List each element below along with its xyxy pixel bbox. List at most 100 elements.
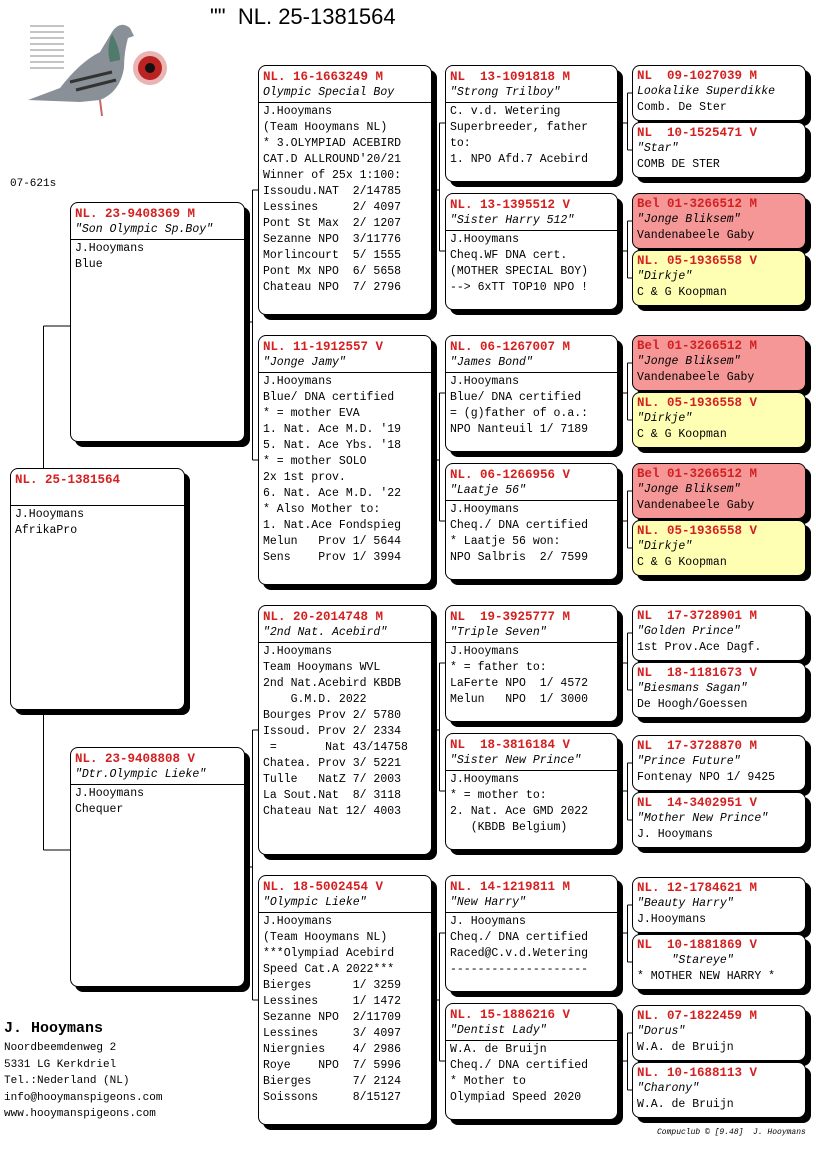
- pigeon-card[interactable]: NL 18-3816184 V"Sister New Prince"J.Hooy…: [445, 733, 618, 850]
- info-line: J.Hooymans: [450, 773, 520, 786]
- info-line: Speed Cat.A 2022***: [263, 963, 395, 976]
- info-line: Chequer: [75, 803, 124, 816]
- pigeon-card[interactable]: Bel 01-3266512 M"Jonge Bliksem"Vandenabe…: [632, 463, 806, 519]
- pigeon-card[interactable]: NL. 13-1395512 V"Sister Harry 512"J.Hooy…: [445, 193, 618, 310]
- breeder-postal: 5331 LG Kerkdriel: [4, 1058, 117, 1071]
- info-line: W.A. de Bruijn: [637, 1041, 734, 1054]
- info-line: J. Hooymans: [450, 915, 526, 928]
- pigeon-card[interactable]: NL. 15-1886216 V"Dentist Lady"W.A. de Br…: [445, 1003, 618, 1120]
- info-line: C & G Koopman: [637, 556, 727, 569]
- pigeon-name: "Jonge Bliksem": [637, 483, 741, 496]
- info-line: AfrikaPro: [15, 524, 78, 537]
- info-line: Lessines 2/ 4097: [263, 201, 402, 214]
- ring-number: NL 14-3402951 V: [637, 796, 758, 810]
- info-line: 5. Nat. Ace Ybs. '18: [263, 439, 402, 452]
- pigeon-name: "Dirkje": [637, 412, 693, 425]
- info-line: J.Hooymans: [75, 242, 145, 255]
- pigeon-card[interactable]: NL. 23-9408808 V"Dtr.Olympic Lieke"J.Hoo…: [70, 747, 245, 987]
- info-line: Vandenabeele Gaby: [637, 229, 755, 242]
- divider: [259, 102, 431, 103]
- pigeon-name: "Jonge Bliksem": [637, 213, 741, 226]
- info-line: Chatea. Prov 3/ 5221: [263, 757, 402, 770]
- info-line: 1st Prov.Ace Dagf.: [637, 641, 762, 654]
- ring-number: NL. 05-1936558 V: [637, 396, 758, 410]
- info-line: (MOTHER SPECIAL BOY): [450, 265, 589, 278]
- ring-number: NL 18-1181673 V: [637, 666, 758, 680]
- pigeon-card[interactable]: NL. 12-1784621 M"Beauty Harry"J.Hooymans: [632, 877, 806, 933]
- pigeon-card[interactable]: NL. 05-1936558 V"Dirkje"C & G Koopman: [632, 250, 806, 306]
- info-line: (KBDB Belgium): [450, 821, 568, 834]
- info-line: Lessines 1/ 1472: [263, 995, 402, 1008]
- info-line: * = mother SOLO: [263, 455, 367, 468]
- pigeon-card[interactable]: NL 13-1091818 M"Strong Trilboy"C. v.d. W…: [445, 65, 618, 182]
- info-line: Winner of 25x 1:100:: [263, 169, 402, 182]
- pigeon-card[interactable]: NL 17-3728901 M"Golden Prince"1st Prov.A…: [632, 605, 806, 661]
- pigeon-card[interactable]: NL 17-3728870 M"Prince Future"Fontenay N…: [632, 735, 806, 791]
- info-line: Lessines 3/ 4097: [263, 1027, 402, 1040]
- info-line: Cheq.WF DNA cert.: [450, 249, 568, 262]
- info-line: Chateau NPO 7/ 2796: [263, 281, 402, 294]
- breeder-email[interactable]: info@hooymanspigeons.com: [4, 1091, 163, 1104]
- info-line: Pont Mx NPO 6/ 5658: [263, 265, 402, 278]
- info-line: * MOTHER NEW HARRY *: [637, 970, 776, 983]
- pigeon-card[interactable]: NL. 23-9408369 M"Son Olympic Sp.Boy"J.Ho…: [70, 202, 245, 442]
- ring-number: NL. 06-1267007 M: [450, 340, 571, 354]
- breeder-name: J. Hooymans: [4, 1020, 104, 1037]
- info-line: J. Hooymans: [637, 828, 713, 841]
- info-line: 2. Nat. Ace GMD 2022: [450, 805, 589, 818]
- pigeon-card[interactable]: NL. 10-1688113 V"Charony"W.A. de Bruijn: [632, 1062, 806, 1118]
- pigeon-card[interactable]: NL. 05-1936558 V"Dirkje"C & G Koopman: [632, 520, 806, 576]
- ring-number: NL 13-1091818 M: [450, 70, 571, 84]
- footer-credit: Compuclub © [9.48] J. Hooymans: [657, 1128, 806, 1137]
- ring-number: NL. 23-9408808 V: [75, 752, 196, 766]
- info-line: Tulle NatZ 7/ 2003: [263, 773, 402, 786]
- ring-number: NL 18-3816184 V: [450, 738, 571, 752]
- info-line: Sezanne NPO 2/11709: [263, 1011, 402, 1024]
- pigeon-card[interactable]: NL. 20-2014748 M"2nd Nat. Acebird"J.Hooy…: [258, 605, 432, 855]
- pigeon-name: "Triple Seven": [450, 626, 547, 639]
- pigeon-card[interactable]: NL. 07-1822459 M"Dorus"W.A. de Bruijn: [632, 1005, 806, 1061]
- pigeon-card[interactable]: NL 18-1181673 V"Biesmans Sagan"De Hoogh/…: [632, 662, 806, 718]
- info-line: Superbreeder, father: [450, 121, 589, 134]
- pigeon-name: "Sister Harry 512": [450, 214, 575, 227]
- pigeon-card[interactable]: NL 14-3402951 V"Mother New Prince"J. Hoo…: [632, 792, 806, 848]
- info-line: NPO Nanteuil 1/ 7189: [450, 423, 589, 436]
- pigeon-card[interactable]: Bel 01-3266512 M"Jonge Bliksem"Vandenabe…: [632, 193, 806, 249]
- ring-number: NL. 16-1663249 M: [263, 70, 384, 84]
- info-line: Blue/ DNA certified: [263, 391, 395, 404]
- pigeon-card[interactable]: NL. 18-5002454 V"Olympic Lieke"J.Hooyman…: [258, 875, 432, 1125]
- info-line: J.Hooymans: [15, 508, 85, 521]
- ring-number: NL 17-3728901 M: [637, 609, 758, 623]
- pigeon-card[interactable]: NL 19-3925777 M"Triple Seven"J.Hooymans*…: [445, 605, 618, 722]
- info-line: 2x 1st prov.: [263, 471, 346, 484]
- info-line: J.Hooymans: [450, 375, 520, 388]
- info-line: Bourges Prov 2/ 5780: [263, 709, 402, 722]
- info-line: * = mother EVA: [263, 407, 360, 420]
- info-line: Morlincourt 5/ 1555: [263, 249, 402, 262]
- ring-number: NL. 10-1688113 V: [637, 1066, 758, 1080]
- breeder-address: Noordbeemdenweg 2: [4, 1042, 117, 1054]
- ring-number: NL. 15-1886216 V: [450, 1008, 571, 1022]
- info-line: Pont St Max 2/ 1207: [263, 217, 402, 230]
- info-line: * = mother to:: [450, 789, 547, 802]
- pigeon-card[interactable]: NL 10-1525471 V"Star"COMB DE STER: [632, 122, 806, 178]
- pigeon-card[interactable]: Bel 01-3266512 M"Jonge Bliksem"Vandenabe…: [632, 335, 806, 391]
- divider: [446, 102, 617, 103]
- info-line: Team Hooymans WVL: [263, 661, 381, 674]
- pigeon-card[interactable]: NL. 05-1936558 V"Dirkje"C & G Koopman: [632, 392, 806, 448]
- info-line: Issoud. Prov 2/ 2334: [263, 725, 402, 738]
- info-line: Blue: [75, 258, 103, 271]
- ring-number: NL. 14-1219811 M: [450, 880, 571, 894]
- breeder-website[interactable]: www.hooymanspigeons.com: [4, 1108, 156, 1120]
- info-line: La Sout.Nat 8/ 3118: [263, 789, 402, 802]
- info-line: G.M.D. 2022: [263, 693, 367, 706]
- pigeon-card[interactable]: NL 10-1881869 V "Stareye"* MOTHER NEW HA…: [632, 934, 806, 990]
- pigeon-name: "Strong Trilboy": [450, 86, 561, 99]
